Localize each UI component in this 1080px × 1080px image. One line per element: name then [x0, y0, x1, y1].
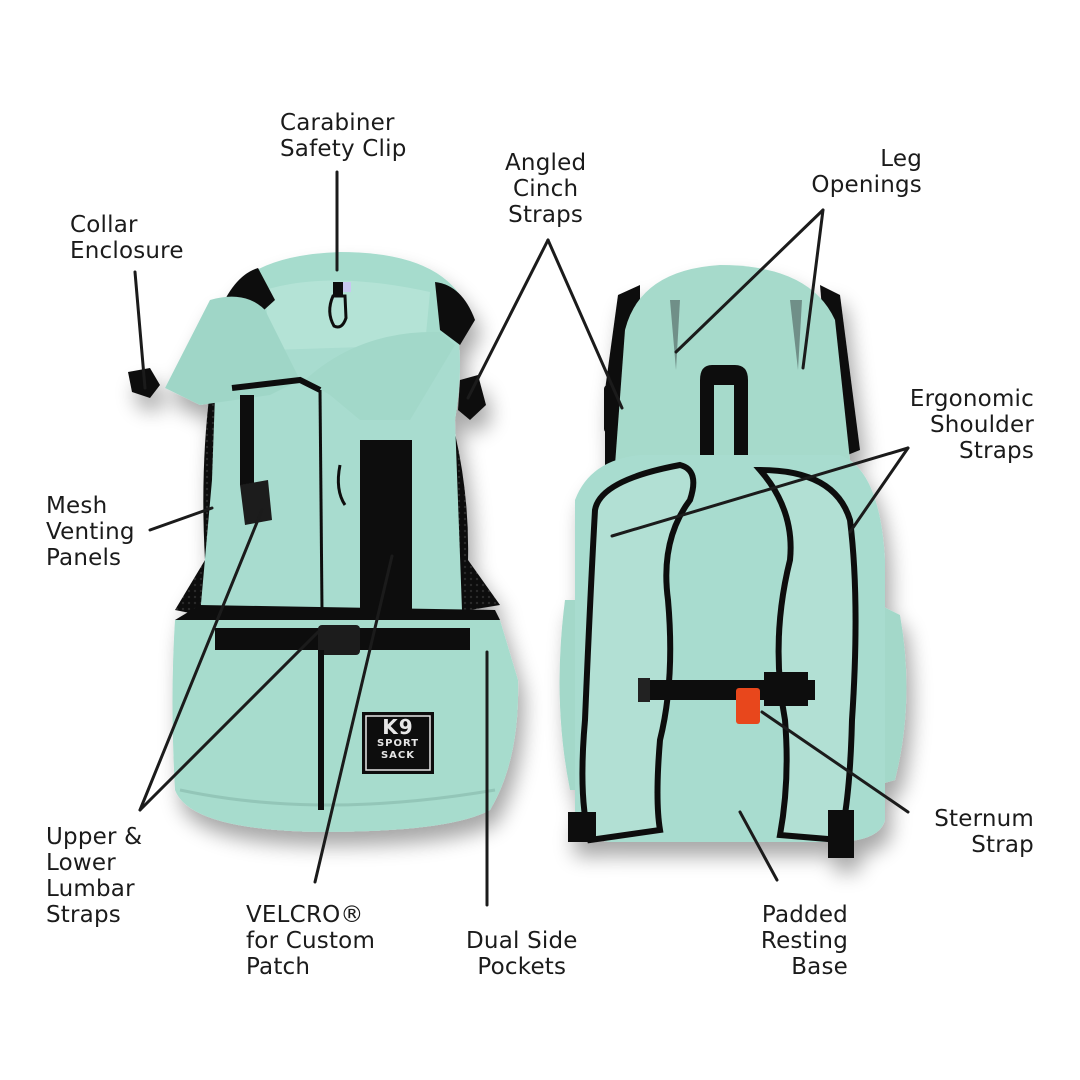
line-leg-a: [674, 208, 825, 354]
strap-adjuster: [828, 810, 854, 858]
k9-sport-sack-patch: [362, 712, 434, 774]
lower-lumbar-buckle: [318, 625, 360, 655]
front-backpack: [128, 252, 519, 832]
line-base: [738, 810, 779, 882]
line-mesh: [148, 506, 214, 532]
line-shoulder-a: [610, 446, 910, 538]
leg-opening-right: [790, 300, 802, 370]
line-lumbar-a: [138, 508, 264, 812]
k9-patch-line3: SACK: [380, 750, 416, 761]
callout-sternum-strap: Sternum Strap: [934, 806, 1034, 858]
carabiner-clip: [328, 294, 348, 329]
callout-dual-side-pockets: Dual Side Pockets: [466, 928, 578, 980]
leg-opening-left: [670, 300, 680, 370]
line-cinch-b: [546, 238, 624, 410]
callout-mesh-venting-panels: Mesh Venting Panels: [46, 493, 135, 571]
line-leg-b: [801, 208, 825, 370]
callout-ergonomic-shoulder-straps: Ergonomic Shoulder Straps: [909, 386, 1034, 464]
callout-velcro-custom-patch: VELCRO® for Custom Patch: [246, 902, 376, 980]
velcro-panel: [360, 440, 412, 615]
leader-lines: [133, 170, 910, 907]
shoulder-strap-left: [579, 461, 697, 844]
upper-lumbar-buckle: [240, 480, 272, 525]
line-collar: [133, 270, 147, 390]
k9-patch-text: K9 SPORT SACK: [366, 716, 430, 770]
collar-flap-right: [305, 331, 455, 420]
top-handle: [700, 365, 748, 465]
sternum-buckle: [736, 688, 760, 724]
line-cinch-a: [466, 238, 550, 400]
dual-side-pockets: [172, 620, 519, 832]
callout-angled-cinch-straps: Angled Cinch Straps: [505, 150, 587, 228]
callout-upper-lower-lumbar-straps: Upper & Lower Lumbar Straps: [46, 824, 143, 928]
line-shoulder-b: [848, 446, 910, 534]
callout-leg-openings: Leg Openings: [811, 146, 922, 198]
callout-padded-resting-base: Padded Resting Base: [760, 902, 848, 980]
back-backpack: [559, 265, 907, 858]
callout-collar-enclosure: Collar Enclosure: [70, 212, 184, 264]
collar-flap-left: [165, 296, 300, 405]
line-lumbar-b: [138, 630, 320, 812]
line-sternum: [760, 710, 910, 814]
line-velcro: [313, 554, 394, 884]
callout-carabiner-safety-clip: Carabiner Safety Clip: [280, 110, 407, 162]
k9-patch-line2: SPORT: [376, 738, 420, 749]
k9-patch-line1: K9: [382, 715, 414, 739]
